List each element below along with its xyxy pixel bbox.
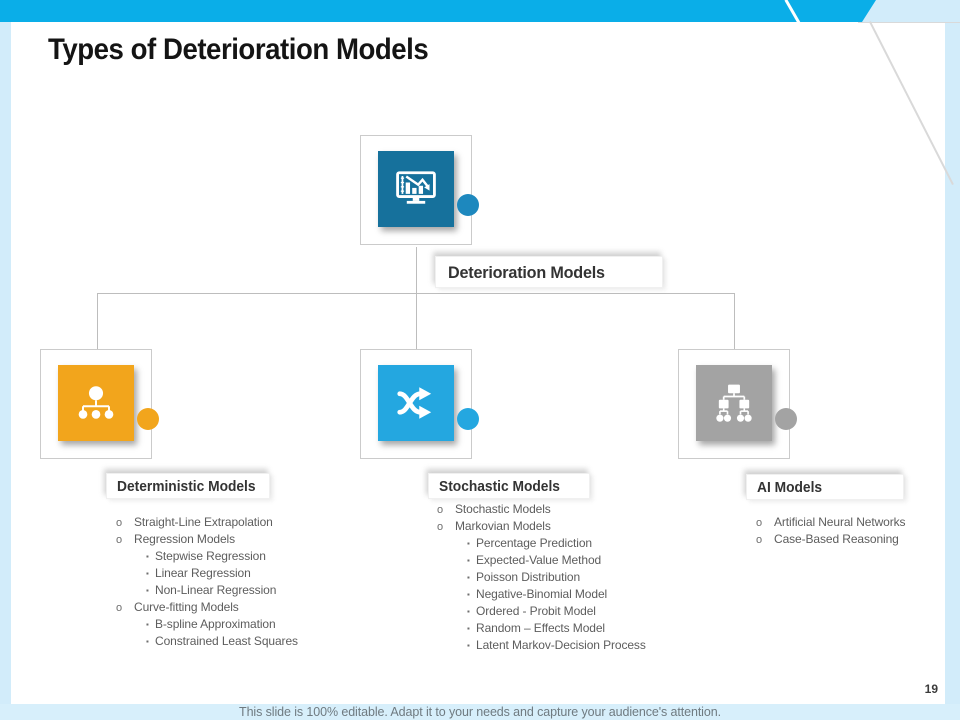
square-bullet-icon: ▪ (146, 620, 149, 629)
list-item: ▪ Stepwise Regression (146, 548, 298, 565)
list-item-text: Stochastic Models (455, 502, 551, 516)
stochastic-label: Stochastic Models (428, 473, 590, 499)
shuffle-arrows-icon (397, 387, 432, 419)
list-item: o Artificial Neural Networks (756, 514, 906, 531)
stochastic-node-card (360, 349, 479, 459)
deterministic-label: Deterministic Models (106, 473, 270, 499)
list-item-text: Stepwise Regression (155, 549, 266, 563)
list-item-text: Curve-fitting Models (134, 600, 239, 614)
list-item: o Curve-fitting Models (116, 599, 298, 616)
connector-middle-vertical (416, 293, 417, 350)
root-node-card (360, 135, 479, 245)
top-accent-bar (0, 0, 876, 22)
circle-bullet-icon: o (116, 517, 123, 529)
connector-root-vertical (416, 247, 417, 293)
list-item-text: Latent Markov-Decision Process (476, 638, 646, 652)
list-item-text: Markovian Models (455, 519, 551, 533)
ai-node-card (678, 349, 797, 459)
list-item: ▪ Negative-Binomial Model (467, 586, 646, 603)
list-item: o Stochastic Models (437, 501, 646, 518)
list-item: ▪ Ordered - Probit Model (467, 603, 646, 620)
list-item: ▪ Poisson Distribution (467, 569, 646, 586)
list-item: o Markovian Models (437, 518, 646, 535)
page-title: Types of Deterioration Models (48, 33, 429, 66)
square-bullet-icon: ▪ (467, 573, 470, 582)
tree-flowchart-icon (716, 384, 752, 422)
list-item-text: Percentage Prediction (476, 536, 592, 550)
square-bullet-icon: ▪ (467, 590, 470, 599)
list-item-text: Non-Linear Regression (155, 583, 277, 597)
list-item-text: Ordered - Probit Model (476, 604, 596, 618)
declining-chart-monitor-icon (396, 171, 436, 204)
list-item-text: Regression Models (134, 532, 236, 546)
list-item: ▪ Constrained Least Squares (146, 633, 298, 650)
stochastic-node-dot (457, 408, 479, 430)
square-bullet-icon: ▪ (467, 624, 470, 633)
list-item-text: Constrained Least Squares (155, 634, 298, 648)
square-bullet-icon: ▪ (146, 637, 149, 646)
page-number: 19 (924, 682, 938, 696)
square-bullet-icon: ▪ (467, 641, 470, 650)
list-item-text: Random – Effects Model (476, 621, 605, 635)
circle-bullet-icon: o (437, 504, 444, 516)
list-item-text: Case-Based Reasoning (774, 532, 899, 546)
list-item: o Straight-Line Extrapolation (116, 514, 298, 531)
list-item: o Case-Based Reasoning (756, 531, 905, 548)
list-item-text: Linear Regression (155, 566, 251, 580)
list-item-text: Straight-Line Extrapolation (134, 515, 273, 529)
square-bullet-icon: ▪ (467, 607, 470, 616)
top-right-hairline (858, 22, 960, 23)
circle-bullet-icon: o (756, 517, 763, 529)
footer-strip (0, 704, 960, 720)
ai-node-dot (775, 408, 797, 430)
circle-bullet-icon: o (756, 534, 763, 546)
org-hierarchy-icon (78, 386, 114, 419)
list-item-text: Artificial Neural Networks (774, 515, 906, 529)
list-item: o Regression Models (116, 531, 298, 548)
square-bullet-icon: ▪ (146, 586, 149, 595)
square-bullet-icon: ▪ (146, 552, 149, 561)
circle-bullet-icon: o (116, 534, 123, 546)
list-item: ▪ Random – Effects Model (467, 620, 646, 637)
circle-bullet-icon: o (437, 521, 444, 533)
list-item: ▪ Latent Markov-Decision Process (467, 637, 646, 654)
deterministic-node-dot (137, 408, 159, 430)
deterministic-node-card (40, 349, 159, 459)
square-bullet-icon: ▪ (467, 539, 470, 548)
stochastic-node-square (378, 365, 454, 441)
connector-right-vertical (734, 293, 735, 350)
square-bullet-icon: ▪ (146, 569, 149, 578)
ai-node-square (696, 365, 772, 441)
list-item-text: Negative-Binomial Model (476, 587, 608, 601)
list-item-text: Expected-Value Method (476, 553, 602, 567)
root-node-label: Deterioration Models (435, 256, 663, 288)
circle-bullet-icon: o (116, 602, 123, 614)
root-node-dot (457, 194, 479, 216)
list-item-text: B-spline Approximation (155, 617, 276, 631)
list-item: ▪ Percentage Prediction (467, 535, 646, 552)
ai-label: AI Models (746, 474, 904, 500)
list-item: ▪ B-spline Approximation (146, 616, 298, 633)
list-item: ▪ Expected-Value Method (467, 552, 646, 569)
connector-left-vertical (97, 293, 98, 350)
footer-note: This slide is 100% editable. Adapt it to… (239, 705, 721, 719)
square-bullet-icon: ▪ (467, 556, 470, 565)
root-node-square (378, 151, 454, 227)
list-item: ▪ Non-Linear Regression (146, 582, 298, 599)
list-item: ▪ Linear Regression (146, 565, 298, 582)
list-item-text: Poisson Distribution (476, 570, 581, 584)
deterministic-node-square (58, 365, 134, 441)
